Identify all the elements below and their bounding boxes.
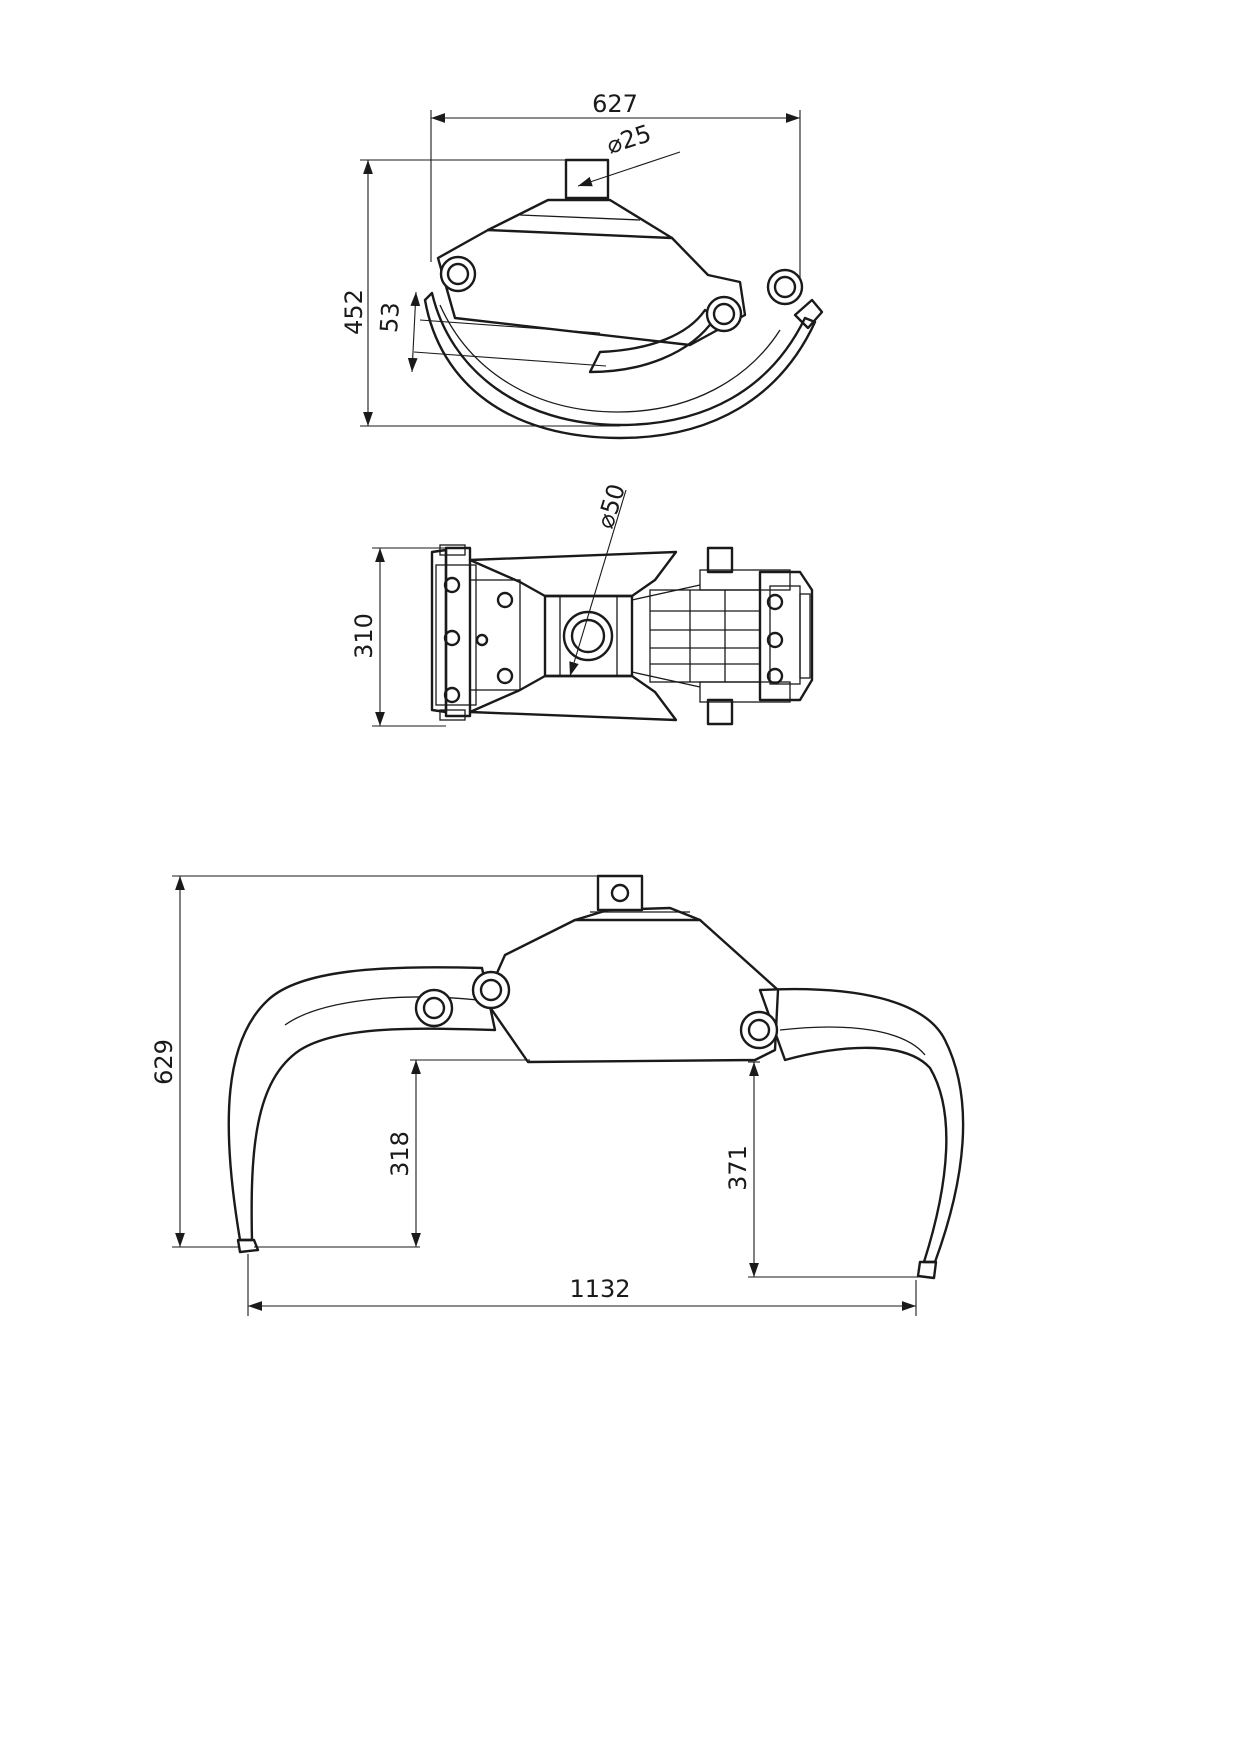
dim-pin-diameter: ⌀25 [603,119,654,160]
dim-top-width: 310 [350,613,378,659]
dim-left-jaw-depth: 318 [386,1131,414,1177]
dim-bore-diameter: ⌀50 [591,481,631,532]
dim-side-width: 627 [592,90,638,118]
top-view: 310 ⌀50 [350,481,814,727]
dim-jaw-offset: 53 [375,301,405,333]
side-view-geometry [423,158,824,440]
top-view-dimensions: 310 ⌀50 [350,481,631,727]
side-view-dimensions: 627 452 ⌀25 53 [340,90,801,427]
dim-front-span: 1132 [569,1275,630,1303]
front-view-geometry [227,874,965,1280]
dim-right-jaw-depth: 371 [724,1145,752,1191]
dim-front-height: 629 [150,1039,178,1085]
front-view: 629 318 371 1132 [150,874,965,1316]
front-view-dimensions: 629 318 371 1132 [150,875,920,1316]
dim-side-height: 452 [340,289,368,335]
top-view-geometry [430,544,814,726]
side-view: 627 452 ⌀25 53 [340,90,824,440]
